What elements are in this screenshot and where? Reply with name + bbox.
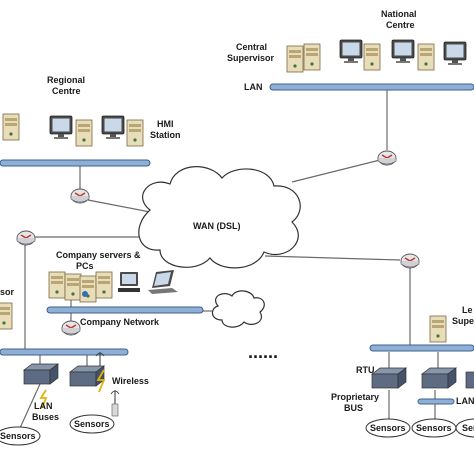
left-supervisor-label: sor	[0, 287, 15, 297]
company-network-bus	[46, 306, 204, 314]
laptop-icon	[148, 270, 178, 294]
regional-centre-label-line1: Regional	[47, 75, 85, 85]
rtu-icon	[371, 367, 407, 389]
router-icon	[70, 188, 90, 204]
server-icon	[126, 119, 144, 147]
server-icon	[363, 43, 381, 71]
sensors-cloud-icon	[455, 418, 474, 438]
router-icon	[61, 320, 81, 336]
server-icon	[75, 119, 93, 147]
sensors-label-3: Sensors	[370, 423, 406, 433]
link-rtu-sensors-1	[19, 383, 41, 429]
hmi-station-label-line1: HMI	[157, 119, 174, 129]
antenna-icon	[110, 390, 120, 417]
company-servers-label-line2: PCs	[76, 261, 94, 271]
sensors-label-4: Sensors	[416, 423, 452, 433]
rtu-label: RTU	[356, 365, 375, 375]
company-cloud-icon	[211, 290, 265, 328]
globe-icon	[82, 291, 88, 297]
rtu-icon	[23, 363, 59, 385]
right-lan-bus	[369, 344, 474, 352]
company-network-label: Company Network	[80, 317, 160, 327]
server-icon	[64, 273, 82, 301]
link-router-wan-left	[87, 199, 151, 213]
lan-buses-label-line1: LAN	[34, 401, 53, 411]
sensors-cloud-icon	[365, 418, 411, 438]
sensors-label-2: Sensors	[74, 419, 110, 429]
wan-label: WAN (DSL)	[193, 221, 241, 231]
link-router-wan-right	[291, 159, 381, 183]
server-icon	[95, 271, 113, 299]
lan-top-label: LAN	[244, 82, 263, 92]
right-lan-bus-small	[417, 398, 455, 405]
server-icon	[429, 315, 447, 343]
national-centre-label-line1: National	[381, 9, 417, 19]
sensors-label-5: Sensors	[462, 423, 474, 433]
rtu-icon	[69, 365, 105, 387]
lan-right-label: LAN	[456, 396, 474, 406]
rtu-icon	[465, 371, 474, 389]
monitor-icon	[391, 39, 415, 64]
server-icon	[303, 43, 321, 71]
wan-cloud-icon	[138, 166, 301, 269]
server-icon	[48, 271, 66, 299]
sensors-cloud-icon	[0, 426, 41, 446]
monitor-icon	[49, 115, 73, 140]
link-wan-rightrouter	[264, 255, 401, 261]
server-icon	[2, 113, 20, 141]
national-centre-label-line2: Centre	[386, 20, 415, 30]
regional-lan-bus	[0, 159, 151, 167]
monitor-icon	[339, 39, 363, 64]
server-icon	[0, 302, 13, 330]
wireless-label: Wireless	[112, 376, 149, 386]
antenna-icon	[95, 352, 105, 366]
server-icon	[79, 275, 97, 303]
sensors-label-1: Sensors	[0, 431, 36, 441]
router-icon	[400, 253, 420, 269]
sensors-cloud-icon	[69, 414, 115, 434]
right-local-label-line2: Supe	[452, 316, 474, 326]
router-icon	[16, 230, 36, 246]
proprietary-bus-label-line1: Proprietary	[331, 392, 379, 402]
router-icon	[377, 150, 397, 166]
server-icon	[286, 45, 304, 73]
rtu-icon	[421, 367, 457, 389]
central-supervisor-label-line1: Central	[236, 42, 267, 52]
proprietary-bus-label-line2: BUS	[344, 403, 363, 413]
right-local-label-line1: Le	[462, 305, 473, 315]
regional-centre-label-line2: Centre	[52, 86, 81, 96]
left-lan-bus	[0, 348, 129, 356]
monitor-icon	[101, 115, 125, 140]
hmi-station-label-line2: Station	[150, 130, 181, 140]
lan-bus-top	[269, 83, 474, 91]
monitor-icon	[118, 272, 140, 292]
ellipsis-label: ......	[248, 342, 278, 362]
lan-buses-label-line2: Buses	[32, 412, 59, 422]
central-supervisor-label-line2: Supervisor	[227, 53, 275, 63]
monitor-icon	[443, 41, 467, 66]
lightning-icon	[39, 389, 48, 409]
lightning-icon	[96, 369, 106, 393]
company-servers-label-line1: Company servers &	[56, 250, 141, 260]
server-icon	[417, 43, 435, 71]
